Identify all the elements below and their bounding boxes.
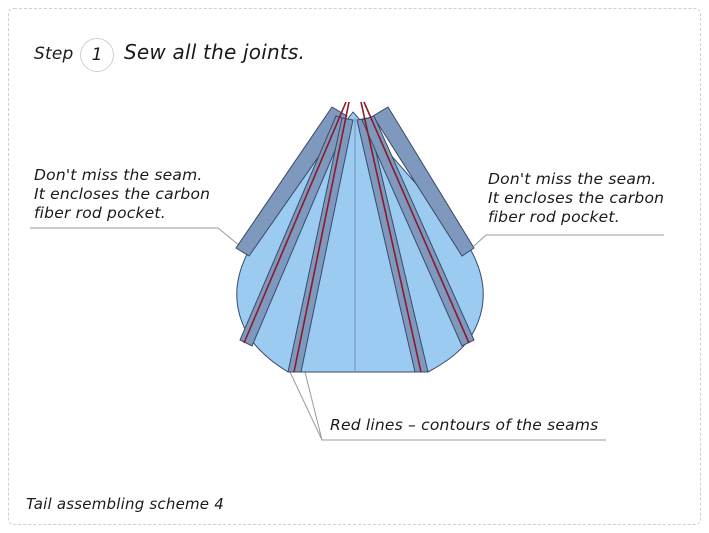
tail-fabric-body	[236, 111, 484, 373]
leader-right	[473, 234, 664, 247]
seam-line-left-inner	[293, 101, 350, 373]
leader-redlines-2	[304, 371, 323, 441]
note-right-line3: fiber rod pocket.	[488, 208, 620, 226]
right-pocket-flap	[372, 106, 475, 257]
note-right-line2: It encloses the carbon	[488, 189, 665, 207]
seam-line-left-outer	[243, 101, 347, 344]
step-title: Sew all the joints.	[124, 40, 306, 64]
seam-line-right-inner	[360, 101, 422, 373]
note-right: Don't miss the seam. It encloses the car…	[488, 170, 698, 227]
scheme-caption: Tail assembling scheme 4	[26, 495, 224, 513]
red-lines-label: Red lines – contours of the seams	[330, 416, 599, 434]
note-left-line2: It encloses the carbon	[34, 185, 211, 203]
seam-line-right-outer	[363, 101, 470, 344]
step-number-badge: 1	[80, 38, 114, 72]
note-right-line1: Don't miss the seam.	[488, 170, 657, 188]
leader-left	[30, 227, 241, 247]
seam-contours	[243, 101, 470, 373]
note-left: Don't miss the seam. It encloses the car…	[34, 166, 244, 223]
leader-lines	[30, 227, 664, 441]
note-left-line1: Don't miss the seam.	[34, 166, 203, 184]
note-left-line3: fiber rod pocket.	[34, 204, 166, 222]
step-label: Step	[34, 44, 74, 64]
